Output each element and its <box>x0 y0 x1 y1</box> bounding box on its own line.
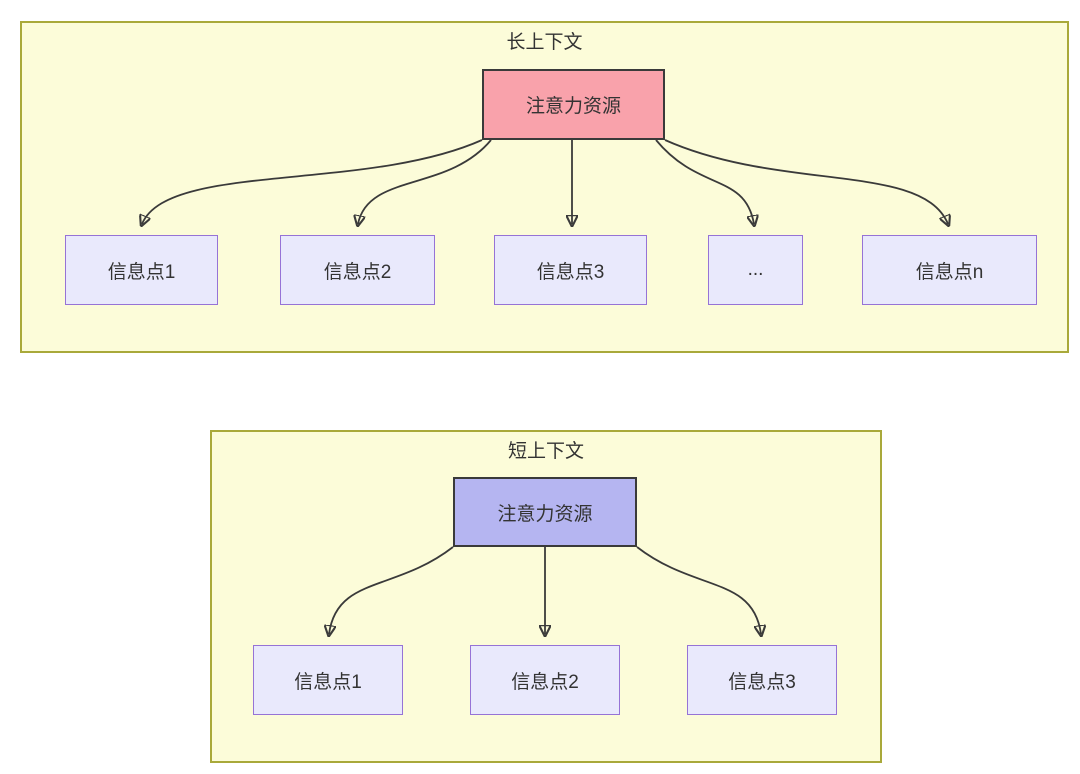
node-short-info2: 信息点2 <box>470 645 620 715</box>
node-long-info3-label: 信息点3 <box>536 261 605 283</box>
node-short-attention-label: 注意力资源 <box>497 503 593 525</box>
node-long-info1: 信息点1 <box>65 235 218 305</box>
subgraph-short-context-title: 短上下文 <box>507 441 584 462</box>
edge-long-attention-to-infon <box>664 139 948 224</box>
node-short-info3-label: 信息点3 <box>728 671 796 693</box>
node-long-info2: 信息点2 <box>280 235 435 305</box>
node-long-info2-label: 信息点2 <box>323 261 392 283</box>
node-short-info3: 信息点3 <box>687 645 837 715</box>
node-long-info3: 信息点3 <box>494 235 647 305</box>
edge-long-attention-to-info1 <box>142 139 483 224</box>
edge-long-attention-to-info2 <box>358 139 492 224</box>
edge-short-attention-to-info3 <box>636 546 761 634</box>
node-short-attention: 注意力资源 <box>453 477 637 547</box>
edge-short-attention-to-info1 <box>329 546 454 634</box>
node-short-info1-label: 信息点1 <box>294 671 362 693</box>
edge-long-attention-to-dots <box>655 139 754 224</box>
node-long-dots: ... <box>708 235 803 305</box>
node-long-attention: 注意力资源 <box>482 69 665 140</box>
node-long-attention-label: 注意力资源 <box>525 96 621 117</box>
node-long-dots-label: ... <box>747 259 764 280</box>
node-long-info1-label: 信息点1 <box>107 261 176 283</box>
subgraph-long-context-title: 长上下文 <box>506 32 583 53</box>
node-short-info2-label: 信息点2 <box>511 671 579 693</box>
node-long-infon: 信息点n <box>862 235 1037 305</box>
node-short-info1: 信息点1 <box>253 645 403 715</box>
node-long-infon-label: 信息点n <box>915 261 984 283</box>
